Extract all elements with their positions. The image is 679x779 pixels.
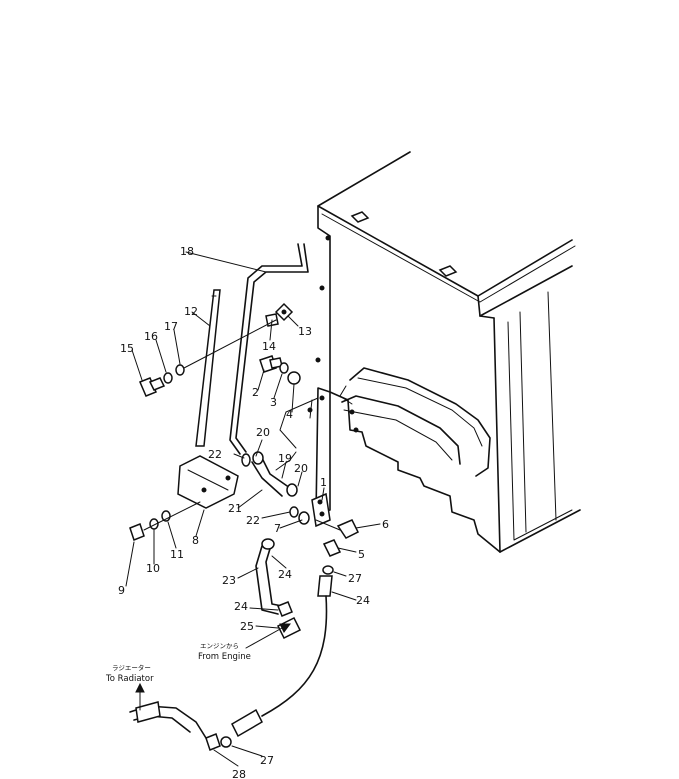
to-radiator-jp: ラジエーター [112,663,151,672]
lower-hose [255,538,293,617]
from-engine-label: From Engine [198,652,251,662]
callout-13: 13 [298,325,312,338]
callout-10: 10 [146,562,160,575]
flow-arrow-to-radiator [135,682,145,711]
callout-7: 7 [274,522,281,535]
bracket-plate [279,387,331,528]
from-engine-jp: エンジンから [200,642,239,650]
callout-24a: 24 [278,568,292,581]
retainer-strip [195,289,221,447]
callout-20b: 20 [294,462,308,475]
callout-15: 15 [120,342,134,355]
callout-4: 4 [286,408,293,421]
to-radiator-label: To Radiator [105,674,154,684]
callout-22a: 22 [208,448,222,461]
callout-2: 2 [252,386,259,399]
callout-12: 12 [184,305,198,318]
callout-labels: 18 12 17 16 15 13 14 2 3 4 20 22 19 20 1… [118,245,389,779]
callout-8: 8 [192,534,199,547]
callout-16: 16 [144,330,158,343]
heater-pipe [229,243,309,455]
valve-assembly [315,519,360,557]
callout-22b: 22 [246,514,260,527]
long-hose [220,565,334,748]
pipe-cover [177,455,239,509]
callout-23: 23 [222,574,236,587]
flow-annotations: エンジンから From Engine ラジエーター To Radiator [105,642,251,684]
callout-20a: 20 [256,426,270,439]
bolt-washer-stack-upper [139,364,185,397]
hose-clamp-19 [275,451,297,471]
heater-housing [307,151,581,553]
callout-27a: 27 [348,572,362,585]
fitting-upper [259,355,325,401]
callout-27b: 27 [260,754,274,767]
callout-24b: 24 [234,600,248,613]
callout-11: 11 [170,548,184,561]
callout-18: 18 [180,245,194,258]
callout-9: 9 [118,584,125,597]
callout-6: 6 [382,518,389,531]
callout-25: 25 [240,620,254,633]
flow-arrow-from-engine [245,623,291,649]
callout-19: 19 [278,452,292,465]
callout-21: 21 [228,502,242,515]
bolt-washer-stack-lower [129,501,201,541]
callout-14: 14 [262,340,276,353]
callout-26: 24 [356,594,370,607]
leader-lines [125,251,381,767]
callout-28: 28 [232,768,246,779]
callout-1: 1 [320,476,327,489]
callout-17: 17 [164,320,178,333]
callout-5: 5 [358,548,365,561]
callout-3: 3 [270,396,277,409]
radiator-outlet [129,701,221,751]
engine-connector [276,616,302,640]
